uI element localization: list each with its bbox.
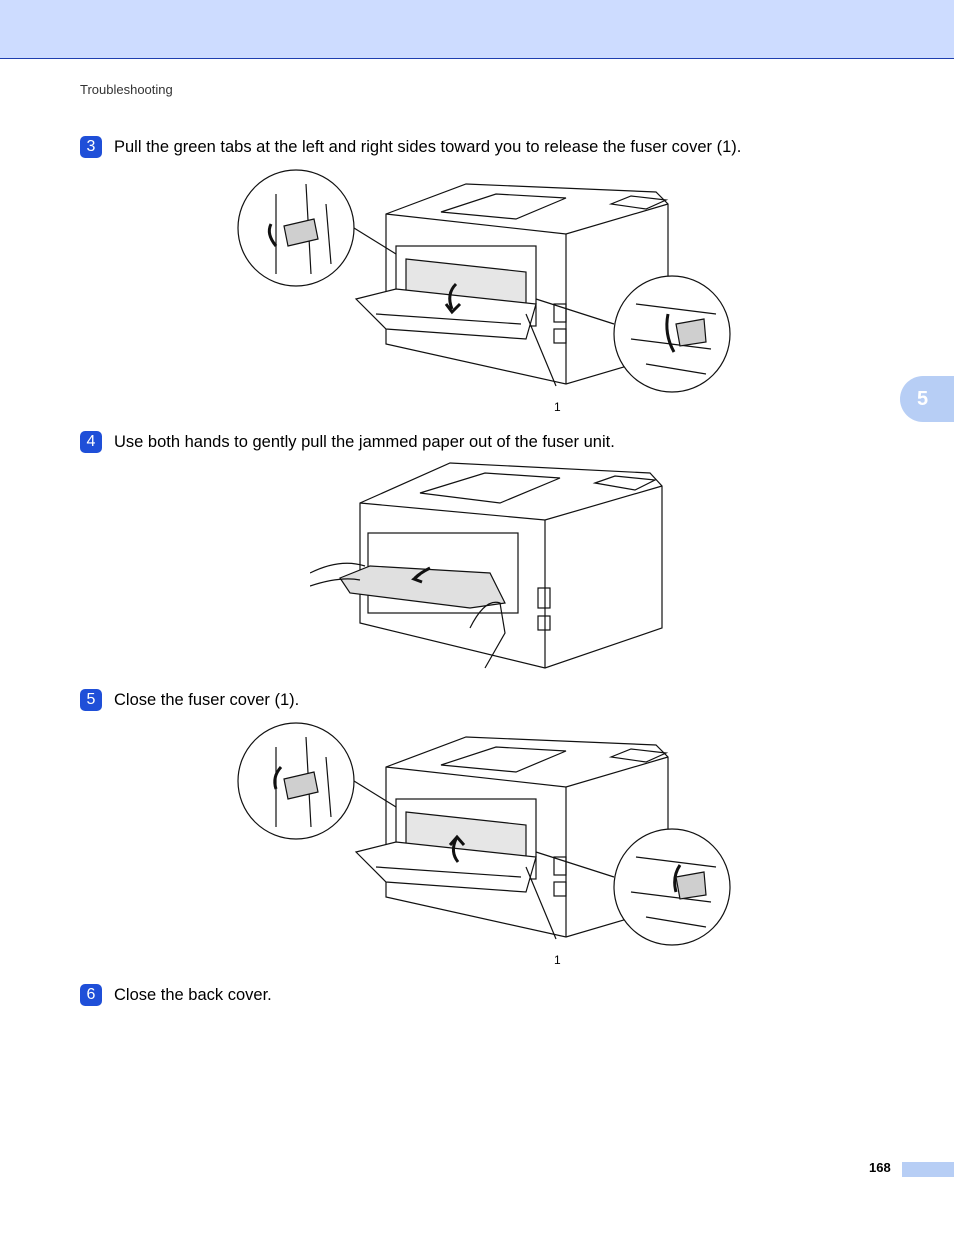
figure-callout-1: 1: [554, 400, 561, 414]
step-5: 5 Close the fuser cover (1).: [80, 689, 299, 711]
step-3: 3 Pull the green tabs at the left and ri…: [80, 136, 741, 158]
step-6: 6 Close the back cover.: [80, 984, 272, 1006]
step-text: Pull the green tabs at the left and righ…: [114, 137, 742, 156]
page-number-band: [902, 1162, 954, 1177]
step-number: 3: [80, 136, 102, 158]
chapter-tab-label: 5: [917, 387, 929, 410]
step-number: 6: [80, 984, 102, 1006]
page-number: 168: [869, 1160, 891, 1175]
figure-release-fuser-cover: [236, 164, 736, 399]
step-number: 5: [80, 689, 102, 711]
step-text: Close the back cover.: [114, 985, 272, 1004]
step-text: Use both hands to gently pull the jammed…: [114, 432, 615, 451]
figure-close-fuser-cover: [236, 717, 736, 952]
figure-callout-1: 1: [554, 953, 561, 967]
chapter-tab[interactable]: 5: [900, 376, 954, 422]
step-number: 4: [80, 431, 102, 453]
step-text: Close the fuser cover (1).: [114, 690, 300, 709]
step-4: 4 Use both hands to gently pull the jamm…: [80, 431, 615, 453]
header-band: [0, 0, 954, 59]
figure-pull-jammed-paper: [310, 458, 665, 673]
section-title: Troubleshooting: [80, 82, 173, 97]
